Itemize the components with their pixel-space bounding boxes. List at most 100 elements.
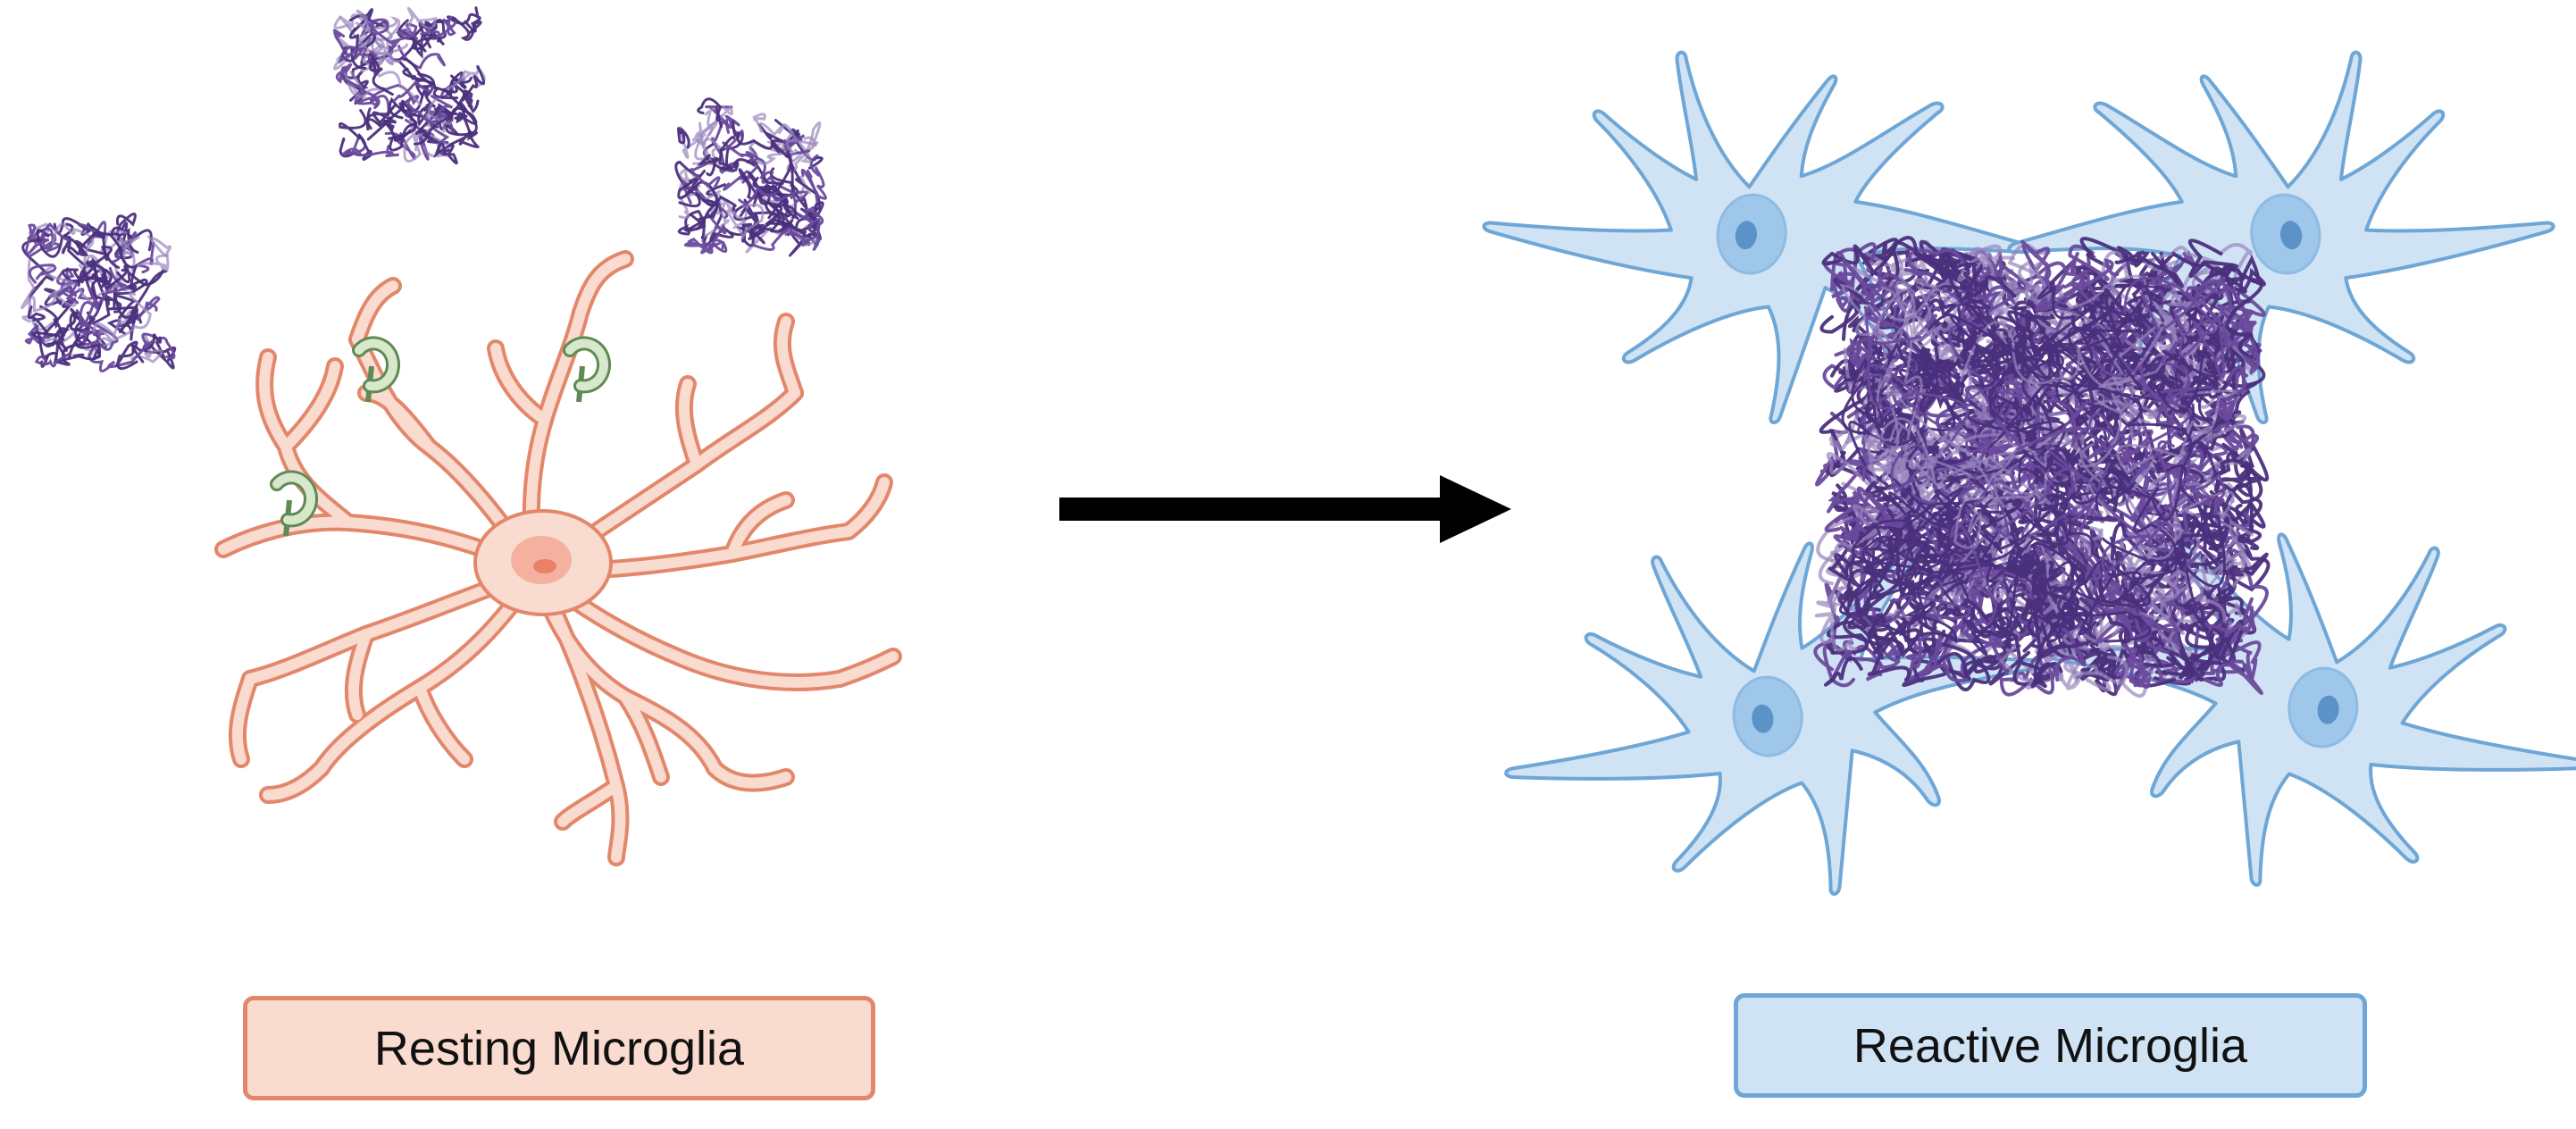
protein-strand [690,163,721,188]
protein-strand [406,6,438,33]
protein-strand [2220,458,2253,517]
protein-strand [403,131,453,163]
protein-strand [45,265,77,307]
protein-strand [2208,606,2254,638]
protein-strand [115,340,138,370]
protein-strand [339,13,367,29]
microglia-process-fill [361,388,434,452]
protein-strand [2114,249,2184,289]
protein-strand [1950,314,2027,388]
protein-strand [132,241,155,274]
protein-strand [2116,389,2238,493]
protein-strand [1912,615,1970,682]
reactive-microglia-icon [1482,50,2030,425]
protein-strand [340,68,387,98]
protein-strand [452,16,482,41]
protein-strand [696,154,720,177]
protein-strand [2145,470,2225,544]
protein-strand [69,297,105,332]
receptor-icon [352,336,401,403]
protein-strand [702,195,737,216]
protein-strand [1979,498,2018,566]
protein-strand [800,218,821,251]
protein-strand [1861,550,1938,601]
protein-strand [339,132,367,156]
reactive-microglia-label: Reactive Microglia [1734,993,2367,1098]
protein-strand [2141,290,2198,365]
protein-strand [2122,643,2151,690]
protein-strand [1865,604,1964,633]
protein-strand [462,89,480,113]
receptor-head [355,339,398,391]
protein-strand [1854,599,1920,658]
protein-strand [757,136,817,165]
receptor-icon [270,470,319,537]
protein-strand [74,226,135,262]
protein-strand [388,117,418,152]
protein-strand [1959,321,2137,441]
protein-strand [1867,653,1911,682]
microglia-process-fill [678,379,702,470]
protein-strand [406,96,450,156]
protein-strand [2104,442,2191,575]
protein-strand [707,213,728,254]
arrow-shaft [1059,498,1452,521]
protein-strand [2045,493,2118,523]
protein-strand [2154,345,2221,414]
reactive-microglia-nucleolus [2317,695,2339,724]
microglia-process-fill [231,673,255,765]
reactive-microglia-nucleolus [2280,221,2303,250]
protein-strand [1950,499,2023,538]
protein-strand [2135,636,2198,677]
protein-strand [2151,537,2226,577]
protein-strand [51,341,86,366]
protein-strand [2148,251,2247,294]
protein-strand [368,53,394,96]
protein-strand [108,232,138,291]
protein-strand [424,98,452,128]
protein-strand [1953,483,2034,549]
protein-strand [806,154,827,200]
arrow-head [1440,475,1511,543]
protein-strand [1839,517,1924,579]
protein-strand [2213,468,2263,505]
protein-strand [141,332,176,360]
protein-strand [1863,335,1962,431]
microglia-process-fill [709,763,791,789]
microglia-process-fill [557,781,622,827]
protein-strand [136,296,161,321]
protein-strand [1949,479,2010,577]
protein-strand [40,333,101,368]
protein-strand [1919,642,1969,683]
protein-strand [113,294,138,334]
protein-strand [1902,601,1977,675]
protein-strand [2007,534,2050,613]
protein-strand [2221,320,2260,375]
protein-strand [2204,447,2252,489]
protein-strand [1880,417,1972,487]
protein-strand [1969,566,2034,605]
protein-strand [750,227,807,251]
protein-strand [1841,284,1943,350]
protein-strand [2221,441,2270,482]
microglia-process-fill [352,280,398,345]
protein-strand [21,258,57,313]
protein-strand [355,145,399,157]
protein-strand [678,126,714,159]
protein-strand [1957,244,2003,282]
protein-strand [2159,516,2230,563]
protein-strand [761,174,814,222]
microglia-process-fill [843,477,890,537]
protein-strand [99,292,152,343]
protein-strand [758,183,799,220]
protein-strand [34,352,71,368]
receptor-head [565,339,609,391]
protein-strand [2050,626,2087,682]
amyloid-aggregate-icon [2025,446,2271,698]
protein-strand [28,263,57,284]
amyloid-aggregate-icon [21,213,177,372]
protein-strand [718,136,735,171]
protein-strand [738,185,808,205]
protein-strand [2153,319,2218,427]
amyloid-aggregate-icon [1839,258,2238,656]
